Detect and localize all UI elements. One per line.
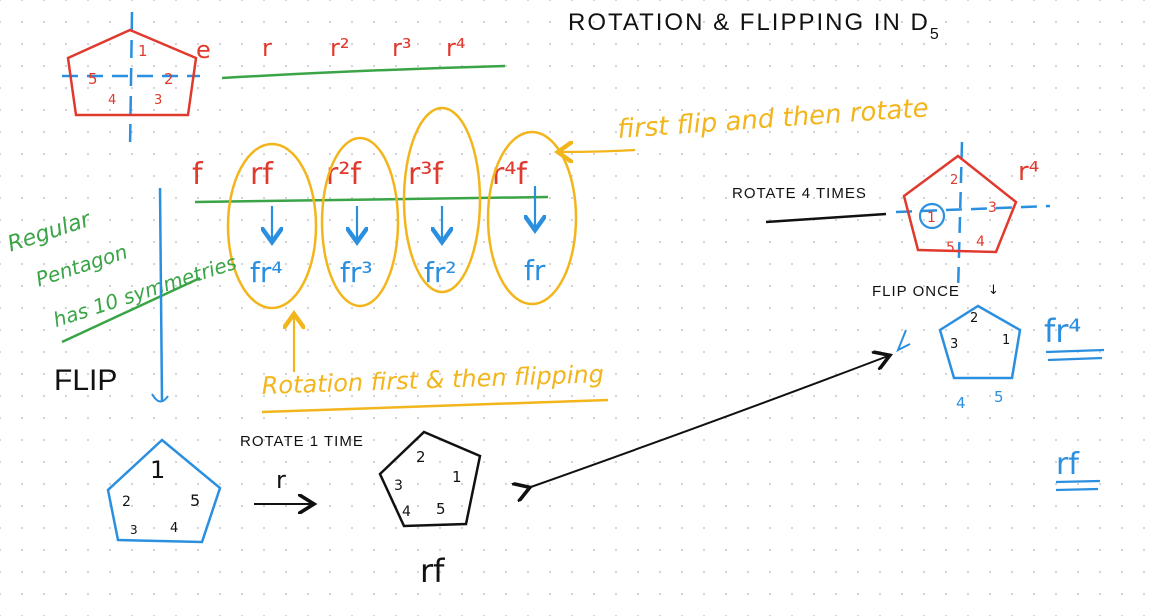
rotation-label-r: r [262,34,272,62]
rotation-label-e: e [196,36,211,64]
flip-label: FLIP [54,364,117,397]
right-vertical-axis [956,141,964,293]
note-first-flip: first flip and then rotate [560,93,930,152]
flip-result-fr2: fr² [424,256,457,289]
rf-underline-1 [1055,479,1101,484]
right-blue-vertex-1: 1 [1002,333,1010,348]
bottom-blue-pentagon-group: 1 2 5 3 4 [106,438,222,544]
flip-result-fr: fr [524,254,546,287]
note-rotation-then-flip: Rotation first & then flipping [261,316,609,414]
rotate-four-underline [765,212,887,224]
right-red-vertex-4: 4 [976,234,985,250]
top-pentagon-vertex-4: 4 [108,93,116,108]
bottom-black-vertex-3: 3 [394,478,403,494]
top-pentagon-vertex-3: 3 [154,93,162,108]
rotation-label-r2: r² [330,34,350,62]
note-regular-pentagon: Regular Pentagon has 10 symmetries [5,207,240,332]
note-regular-line1: Regular [5,207,96,258]
right-blue-vertex-5: 5 [994,388,1004,406]
note-regular-line2: Pentagon [33,239,131,291]
rotation-label-r3: r³ [392,34,412,62]
bottom-blue-vertex-1: 1 [150,456,165,484]
flip-row: f rf r²f r³f r⁴f fr⁴ fr³ fr² fr [192,106,578,310]
flip-once-label: FLIP ONCE [872,283,960,300]
rf-underline-2 [1055,487,1099,492]
right-r4-label: r⁴ [1018,157,1039,187]
note-first-flip-arrow [560,150,636,152]
bottom-black-vertex-2: 2 [416,448,426,466]
flip-axis-line [158,187,164,403]
note-first-flip-text: first flip and then rotate [616,93,929,145]
right-fr4-label: fr⁴ [1044,312,1081,350]
yellow-oval-2 [320,136,400,308]
title-subscript: 5 [930,26,941,43]
right-red-pentagon-group: ROTATE 4 TIMES 2 1 3 5 4 r⁴ [732,141,1051,293]
double-arrow [528,356,888,488]
flip-result-fr4: fr⁴ [250,256,283,289]
top-red-pentagon-group: 1 2 3 4 5 [62,11,200,151]
right-red-pentagon [902,154,1018,254]
fr4-underline-1 [1045,348,1105,354]
bottom-blue-pentagon [106,438,222,544]
top-pentagon-vertex-1: 1 [138,42,148,60]
flip-label-r3f: r³f [408,157,444,192]
top-red-pentagon [66,28,198,117]
rotate-four-label: ROTATE 4 TIMES [732,185,867,202]
right-blue-vertex-2: 2 [970,311,978,326]
flip-label-rf: rf [250,157,274,192]
right-red-vertex-2: 2 [950,173,958,188]
right-blue-pentagon [938,304,1022,380]
flip-row-underline [194,195,549,204]
bottom-blue-vertex-4: 4 [170,521,178,536]
bottom-black-vertex-1: 1 [452,468,462,486]
fr4-underline-2 [1047,356,1103,362]
right-blue-vertex-3: 3 [950,337,958,352]
page-title: ROTATION & FLIPPING IN D5 [568,9,941,43]
bottom-black-vertex-4: 4 [402,504,411,520]
bottom-black-pentagon [378,430,482,528]
flip-label-r2f: r²f [326,157,362,192]
flip-label-f: f [192,157,204,192]
right-red-vertex-3: 3 [988,200,997,216]
rotate-once-r: r [276,466,286,494]
right-red-vertex-1: 1 [927,210,936,226]
rotation-row-underline [221,64,506,80]
flip-once-blue-check [896,329,911,353]
yellow-oval-3 [402,106,482,294]
bottom-blue-vertex-5: 5 [190,491,200,510]
top-pentagon-vertex-2: 2 [164,70,174,88]
right-blue-pentagon-group: FLIP ONCE ↓ 2 3 1 4 5 fr⁴ rf [872,283,1105,492]
right-rf-label: rf [1056,447,1080,482]
bottom-black-vertex-5: 5 [436,500,446,518]
bottom-rf-label: rf [420,552,445,590]
green-slash-line [61,276,201,344]
right-blue-vertex-4: 4 [956,394,966,412]
flip-once-marker: ↓ [988,283,999,298]
right-horizontal-axis [895,204,1051,214]
rotation-label-r4: r⁴ [446,34,466,62]
bottom-black-pentagon-group: 2 1 3 4 5 rf [378,430,482,590]
circled-vertex-1 [918,202,946,230]
rotation-row: e r r² r³ r⁴ [196,34,506,80]
vertical-axis-top [128,11,134,151]
bottom-blue-vertex-3: 3 [130,523,138,537]
flip-axis-hook [151,393,169,403]
yellow-oval-4 [486,130,578,306]
bottom-blue-vertex-2: 2 [122,494,131,510]
yellow-oval-1 [226,142,318,310]
right-red-vertex-5: 5 [946,240,955,256]
rotate-once-label: ROTATE 1 TIME [240,433,364,450]
top-pentagon-vertex-5: 5 [88,70,98,88]
note-rotation-underline [261,398,609,414]
note-rotation-text: Rotation first & then flipping [261,360,604,400]
flip-result-fr3: fr³ [340,256,373,289]
